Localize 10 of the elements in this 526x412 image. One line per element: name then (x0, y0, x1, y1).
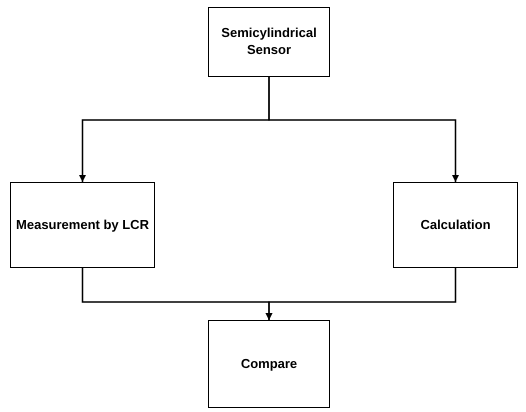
box-label: Measurement by LCR (16, 216, 149, 234)
box-label: Semicylindrical Sensor (220, 25, 318, 59)
process-box (208, 320, 330, 408)
arrow (268, 77, 459, 182)
box-label: Compare (240, 356, 298, 372)
arrow (266, 268, 456, 320)
process-box (10, 182, 155, 268)
process-box (393, 182, 518, 268)
box-label: Calculation (420, 216, 491, 234)
process-box (208, 7, 330, 77)
